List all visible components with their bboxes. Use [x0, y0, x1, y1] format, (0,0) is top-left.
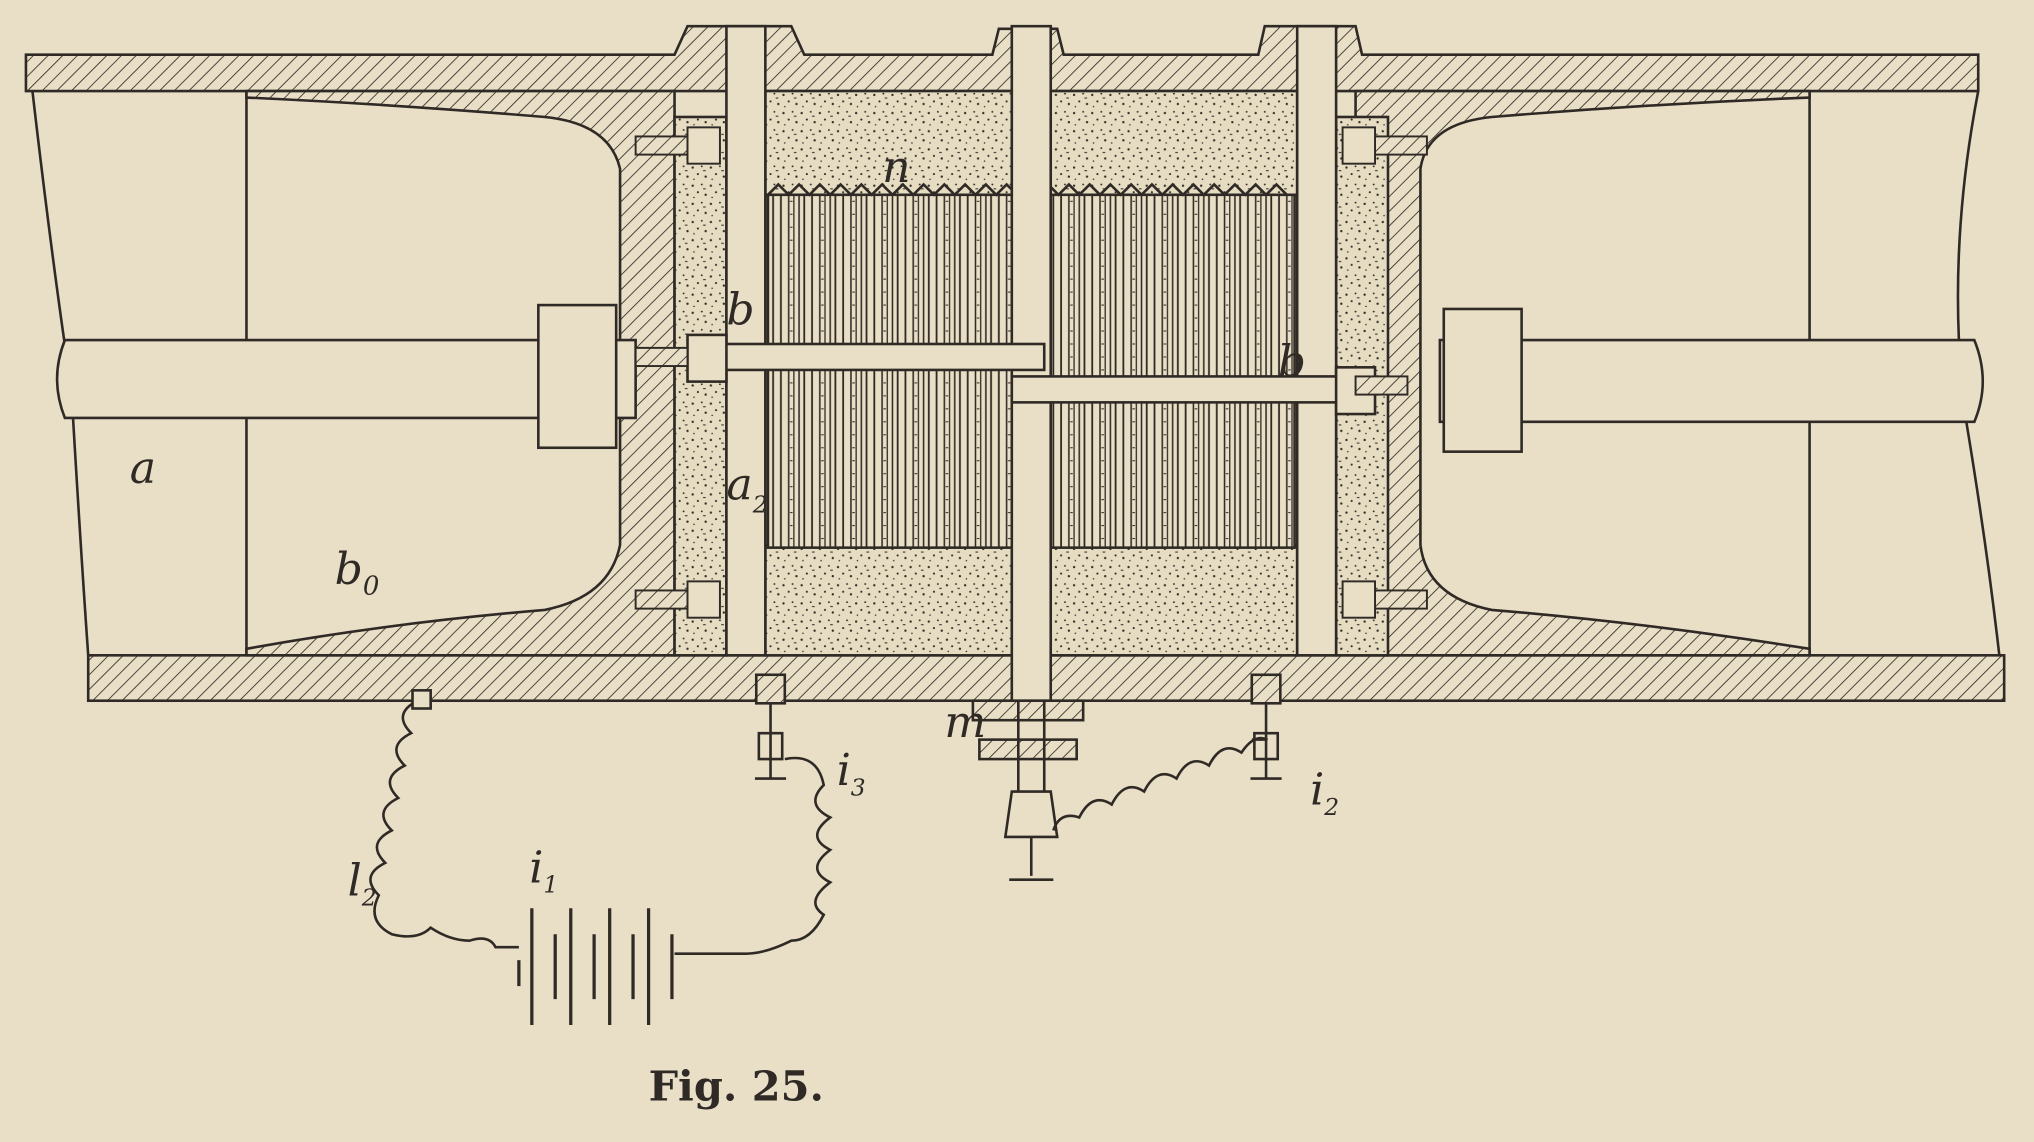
- terminal-i2: [1250, 673, 1282, 780]
- battery-i1: [517, 908, 674, 1026]
- bolts: [634, 126, 1428, 619]
- wire-l2: [369, 699, 519, 949]
- label-a2: a2: [726, 460, 767, 519]
- rod-left: [725, 24, 767, 657]
- figure-caption: Fig. 25.: [649, 1061, 824, 1110]
- left-packing: [673, 115, 728, 657]
- label-b0: b0: [335, 544, 380, 601]
- rod-right: [1295, 24, 1338, 657]
- left-hub: [245, 89, 676, 657]
- terminal-i3: [754, 673, 787, 780]
- shaft-right: [1438, 338, 1985, 424]
- bar-left-mount: [686, 333, 728, 383]
- label-l2: l2: [348, 855, 377, 911]
- label-n: n: [882, 142, 910, 193]
- label-a: a: [130, 443, 156, 494]
- label-i3: i3: [837, 745, 866, 801]
- wire-i2: [1052, 736, 1268, 831]
- shaft-left: [55, 338, 637, 420]
- casing-wire-terminal: [411, 689, 432, 710]
- label-m: m: [944, 697, 986, 748]
- top-plate: [24, 24, 1980, 93]
- bar-left: [699, 342, 1046, 372]
- wire-i3: [674, 756, 833, 955]
- label-i1: i1: [529, 842, 558, 898]
- coupling-right: [1442, 307, 1523, 453]
- label-b-right: b: [1278, 336, 1306, 387]
- label-b-left: b: [726, 285, 754, 336]
- label-i2: i2: [1310, 764, 1339, 820]
- coupling-left: [537, 303, 618, 450]
- brush-holder-m: [971, 699, 1085, 882]
